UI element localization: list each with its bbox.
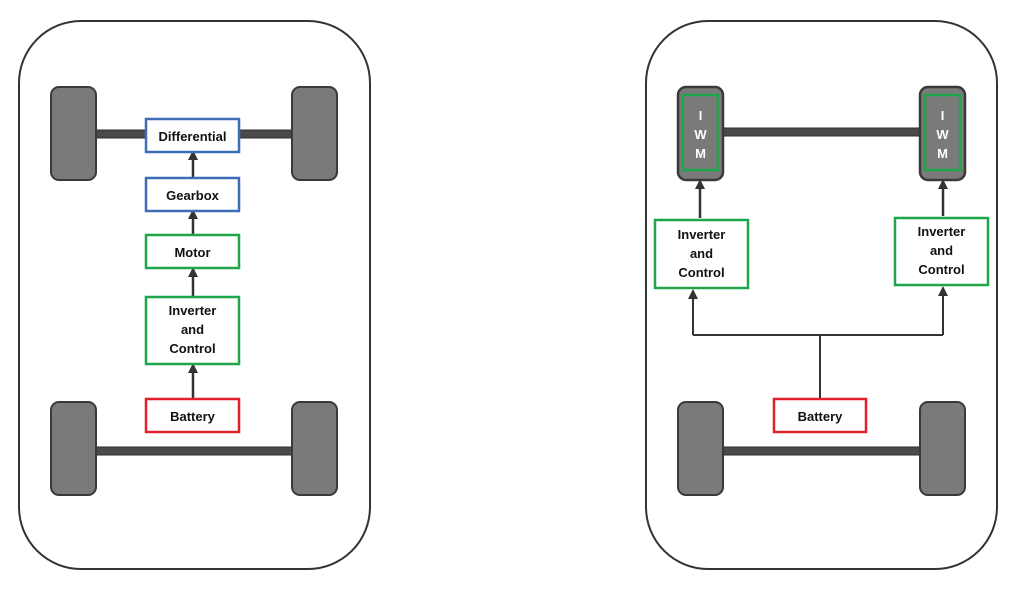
iwm-right-letter-2: W [936,127,949,142]
left-inverter-label-line2: and [690,246,713,261]
battery-label: Battery [170,409,216,424]
inverter-control-box: Inverter and Control [144,295,241,366]
right-chassis-outline [645,20,998,570]
right-battery-box: Battery [772,397,868,434]
in-wheel-motor-vehicle: I W M I W M Inverter and Control Inverte [645,20,998,570]
central-motor-vehicle: Differential Gearbox Motor Inverter and … [18,20,371,570]
motor-label: Motor [174,245,210,260]
gearbox-label: Gearbox [166,188,220,203]
iwm-right-box [923,93,962,172]
left-rear-right-wheel [291,401,338,496]
left-chassis-outline [18,20,371,570]
differential-label: Differential [159,129,227,144]
battery-box: Battery [144,397,241,434]
iwm-left-letter-2: W [694,127,707,142]
right-inverter-label-line2: and [930,243,953,258]
iwm-left-letter-1: I [699,108,703,123]
right-inverter-label-line1: Inverter [918,224,966,239]
right-front-axle [721,127,922,137]
inverter-label-line3: Control [169,341,215,356]
left-front-right-wheel [291,86,338,181]
inverter-label-line2: and [181,322,204,337]
right-inverter-label-line3: Control [918,262,964,277]
gearbox-box: Gearbox [144,176,241,213]
iwm-left-box [681,93,720,172]
left-rear-axle [94,446,294,456]
iwm-left-letter-3: M [695,146,706,161]
right-battery-label: Battery [798,409,844,424]
differential-box: Differential [144,117,241,154]
inverter-label-line1: Inverter [169,303,217,318]
left-inverter-label-line3: Control [678,265,724,280]
left-rear-left-wheel [50,401,97,496]
right-inverter-control-box: Inverter and Control [893,216,990,287]
motor-box: Motor [144,233,241,270]
front-left-in-wheel-motor: I W M [676,85,725,182]
right-rear-axle [721,446,922,456]
iwm-right-letter-3: M [937,146,948,161]
front-right-in-wheel-motor: I W M [918,85,967,182]
right-rear-right-wheel [919,401,966,496]
iwm-right-letter-1: I [941,108,945,123]
right-rear-left-wheel [677,401,724,496]
left-inverter-control-box: Inverter and Control [653,218,750,290]
left-inverter-label-line1: Inverter [678,227,726,242]
left-front-left-wheel [50,86,97,181]
